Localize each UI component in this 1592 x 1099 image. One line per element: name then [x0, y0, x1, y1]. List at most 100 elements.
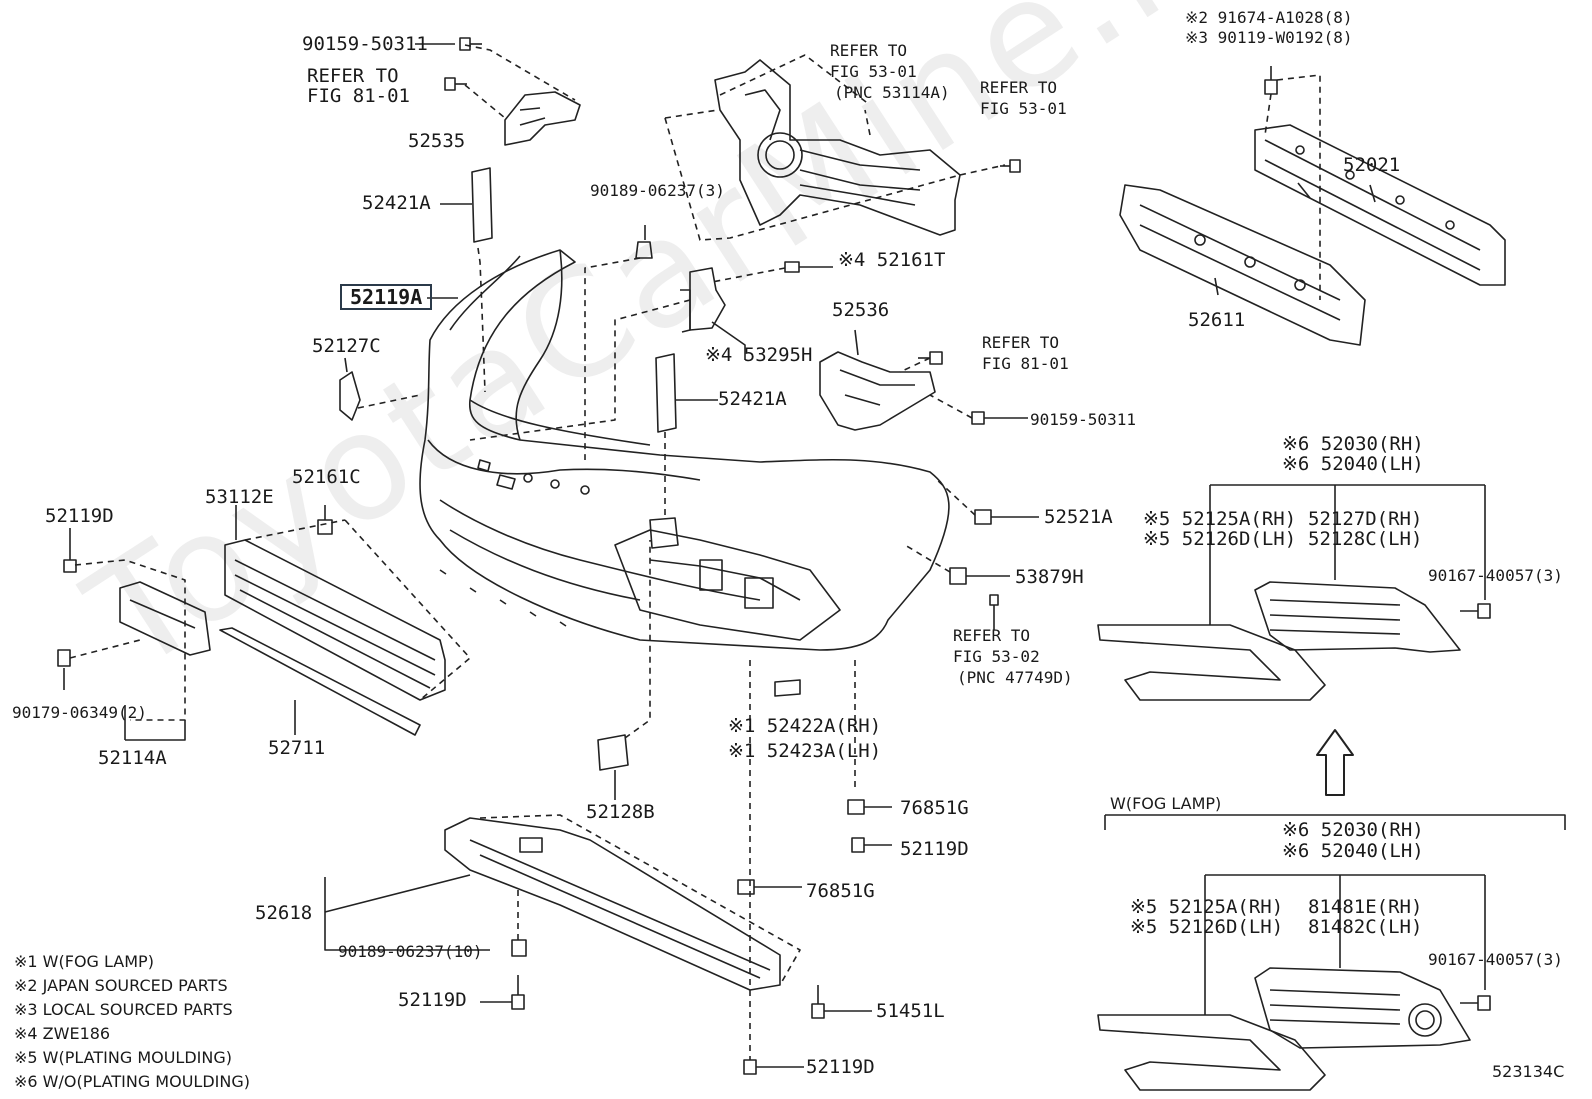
label-52521A: 52521A: [1044, 506, 1113, 528]
label-53295H: ※4 53295H: [705, 344, 813, 366]
label-ref53-02-2: FIG 53-02: [953, 647, 1040, 666]
label-fog-top-90167: 90167-40057(3): [1428, 566, 1563, 585]
label-91674: ※2 91674-A1028(8): [1185, 8, 1353, 27]
label-fog-bottom-81482C: 81482C(LH): [1308, 916, 1423, 938]
label-90189-06237-3: 90189-06237(3): [590, 181, 725, 200]
lower-grille-53112E-shape: [224, 539, 446, 701]
label-ref81-mid-1: REFER TO: [982, 333, 1060, 352]
label-fog-bottom-header: W(FOG LAMP): [1110, 794, 1222, 813]
pad-52422A-shape: [774, 679, 801, 697]
label-52422A: ※1 52422A(RH): [728, 715, 882, 737]
clip-90189-10: [511, 939, 527, 957]
label-52114A: 52114A: [98, 747, 167, 769]
bolt-52119D-mid1: [851, 837, 892, 853]
note-5: ※5 W(PLATING MOULDING): [14, 1048, 232, 1067]
label-ref81-top-1: REFER TO: [307, 65, 399, 87]
bolt-90167-top: [1477, 603, 1491, 619]
label-ref81-mid-2: FIG 81-01: [982, 354, 1069, 373]
label-ref53-grille-2: FIG 53-01: [830, 62, 917, 81]
label-fog-bottom-90167: 90167-40057(3): [1428, 950, 1563, 969]
clip-52521A: [974, 509, 1039, 525]
up-arrow: [1316, 729, 1354, 796]
label-fog-top-52030: ※6 52030(RH): [1282, 433, 1424, 455]
label-53879H: 53879H: [1015, 566, 1084, 588]
clip-53879H: [949, 567, 1010, 585]
label-52536: 52536: [832, 299, 890, 321]
fog-cover-top-shape: [1254, 581, 1461, 653]
label-fog-bottom-52126D: ※5 52126D(LH): [1130, 916, 1284, 938]
label-52711: 52711: [268, 737, 326, 759]
clip-76851G-1: [847, 799, 892, 815]
label-52618: 52618: [255, 902, 313, 924]
label-52421A-mid: 52421A: [718, 388, 787, 410]
label-52119D-bot-left: 52119D: [398, 989, 467, 1011]
label-52119D-bot: 52119D: [806, 1056, 875, 1078]
label-90159-mid: 90159-50311: [1030, 410, 1136, 429]
label-52021: 52021: [1343, 154, 1401, 176]
bracket-52535-shape: [504, 91, 581, 146]
label-52535: 52535: [408, 130, 466, 152]
clip-52161C: [317, 505, 333, 535]
label-52161T: ※4 52161T: [838, 249, 946, 271]
bolt-grille-right: [1000, 159, 1021, 173]
label-52119D-left: 52119D: [45, 505, 114, 527]
bracket-52536-shape: [819, 351, 936, 431]
bracket-53295H-shape: [689, 267, 726, 331]
diagram-id: 523134C: [1492, 1062, 1565, 1081]
bolt-51451L: [811, 1003, 872, 1019]
absorber-52611-shape: [1119, 184, 1366, 346]
molding-52711-shape: [219, 627, 421, 736]
label-fog-bottom-81481E: 81481E(RH): [1308, 896, 1423, 918]
label-90119: ※3 90119-W0192(8): [1185, 28, 1353, 47]
label-fog-top-52127D: 52127D(RH): [1308, 508, 1423, 530]
strip-52421A-left-shape: [471, 167, 493, 243]
label-90179: 90179-06349(2): [12, 703, 147, 722]
label-ref53-02-1: REFER TO: [953, 626, 1031, 645]
reinforcement-52021-shape: [1254, 124, 1506, 286]
label-90159-top: 90159-50311: [302, 33, 428, 55]
note-3: ※3 LOCAL SOURCED PARTS: [14, 1000, 233, 1019]
label-90189-10: 90189-06237(10): [338, 942, 483, 961]
label-52423A: ※1 52423A(LH): [728, 740, 882, 762]
label-52119D-mid1: 52119D: [900, 838, 969, 860]
note-6: ※6 W/O(PLATING MOULDING): [14, 1072, 250, 1091]
label-fog-top-52128C: 52128C(LH): [1308, 528, 1423, 550]
label-fog-bottom-52030: ※6 52030(RH): [1282, 819, 1424, 841]
bolt-top-left: [459, 37, 482, 51]
bolt-90159-mid: [971, 411, 1028, 425]
moulding-top-shape: [1097, 624, 1326, 701]
note-4: ※4 ZWE186: [14, 1024, 111, 1043]
label-ref81-top-2: FIG 81-01: [307, 85, 410, 107]
clip-76851G-2: [737, 879, 802, 895]
label-ref53-02-3: (PNC 47749D): [957, 668, 1073, 687]
undercover-52618-shape: [444, 817, 781, 991]
bolt-52119D-left: [63, 528, 77, 573]
bolt-52119D-bot: [743, 1059, 804, 1075]
part-52127C-shape: [339, 371, 361, 421]
label-ref53-right-1: REFER TO: [980, 78, 1058, 97]
label-ref53-grille-3: (PNC 53114A): [834, 83, 950, 102]
label-fog-top-52040: ※6 52040(LH): [1282, 453, 1424, 475]
fog-cover-bottom-shape: [1254, 967, 1471, 1049]
bolt-ref81-top: [444, 77, 467, 91]
label-52119A-highlighted: 52119A: [340, 284, 433, 310]
label-76851G-1: 76851G: [900, 797, 969, 819]
label-52421A-left: 52421A: [362, 192, 431, 214]
moulding-bottom-shape: [1097, 1014, 1326, 1091]
grille-shape: [714, 59, 961, 236]
label-51451L: 51451L: [876, 1000, 945, 1022]
note-1: ※1 W(FOG LAMP): [14, 952, 154, 971]
bolt-ref81-mid: [918, 351, 943, 365]
bolt-52021: [1264, 66, 1278, 95]
bracket-52114A-shape: [119, 581, 211, 656]
label-fog-bottom-52125A: ※5 52125A(RH): [1130, 896, 1284, 918]
label-ref53-grille-1: REFER TO: [830, 41, 908, 60]
label-fog-top-52125A: ※5 52125A(RH): [1143, 508, 1297, 530]
note-2: ※2 JAPAN SOURCED PARTS: [14, 976, 228, 995]
nut-90179: [57, 649, 71, 667]
bumper-cover-shape: [419, 249, 950, 651]
label-76851G-2: 76851G: [806, 880, 875, 902]
bolt-90167-bottom: [1477, 995, 1491, 1011]
